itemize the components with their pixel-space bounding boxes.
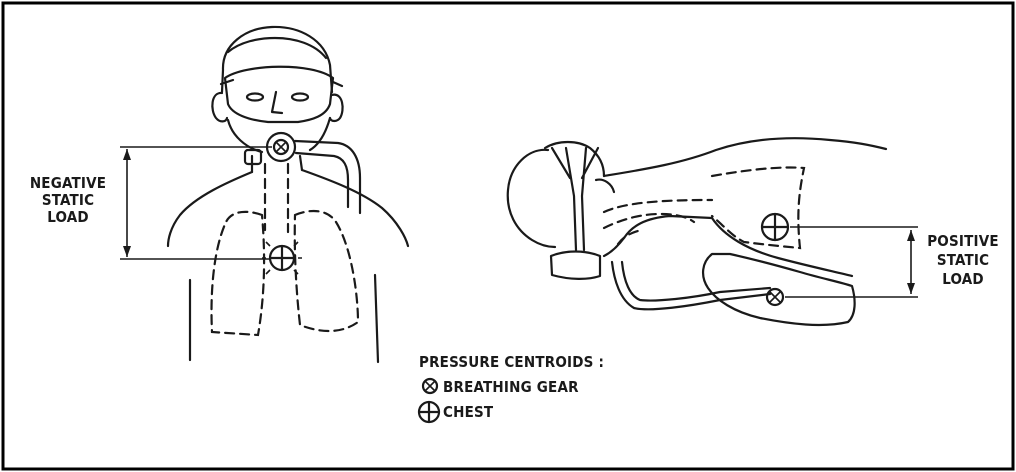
upright-torso-left	[168, 172, 252, 360]
chest-centroid-prone	[762, 214, 788, 240]
positive-label-line3: LOAD	[942, 270, 984, 288]
breathing-gear-centroid-prone	[767, 289, 783, 305]
upright-torso-right	[302, 170, 408, 362]
legend-title: PRESSURE CENTROIDS :	[419, 353, 604, 371]
left-eye	[247, 94, 263, 101]
trachea	[265, 164, 288, 232]
negative-label-line3: LOAD	[47, 208, 89, 226]
prone-chest-cavity	[712, 167, 804, 248]
prone-hose	[612, 262, 770, 309]
breathing-gear-centroid-icon	[423, 379, 437, 393]
right-lung	[295, 211, 358, 331]
diagram-frame	[3, 3, 1013, 469]
breathing-gear-centroid-upright	[274, 140, 288, 154]
upright-head	[222, 27, 332, 92]
prone-hair	[545, 142, 604, 176]
prone-airway	[604, 200, 712, 244]
negative-label-line1: NEGATIVE	[30, 174, 106, 192]
breathing-hose	[295, 141, 360, 213]
upright-hair-line	[228, 38, 326, 58]
legend-chest-label: CHEST	[443, 403, 494, 421]
prone-mask-strap	[552, 148, 598, 250]
positive-label-line2: STATIC	[937, 251, 989, 269]
upright-left-ear	[212, 93, 227, 121]
legend: PRESSURE CENTROIDS : BREATHING GEAR CHES…	[419, 353, 604, 422]
prone-underside	[604, 216, 852, 276]
nose	[272, 92, 282, 113]
chest-centroid-icon	[419, 402, 439, 422]
right-eye	[292, 94, 308, 101]
positive-label-line1: POSITIVE	[927, 232, 999, 250]
upright-right-ear	[330, 95, 343, 121]
negative-label-line2: STATIC	[42, 191, 94, 209]
left-lung	[212, 212, 265, 335]
prone-mask	[551, 252, 600, 279]
prone-ear	[596, 180, 614, 192]
legend-breathing-gear-label: BREATHING GEAR	[443, 378, 579, 396]
prone-head	[508, 150, 555, 247]
upright-figure	[168, 27, 408, 362]
mask-strap	[221, 80, 342, 86]
